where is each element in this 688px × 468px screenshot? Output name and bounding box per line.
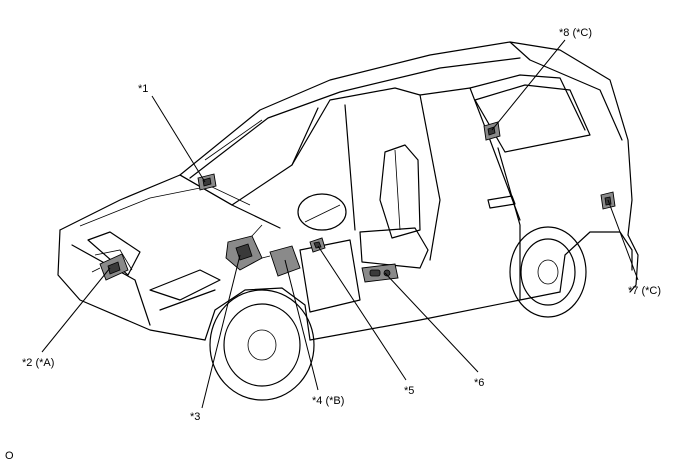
component-6-seat-switch (361, 263, 399, 283)
front-wheel (209, 289, 315, 401)
callout-8-label: *8 (*C) (559, 27, 592, 39)
callout-3-label: *3 (190, 411, 200, 423)
vehicle-body (57, 41, 639, 341)
callout-6-label: *6 (474, 377, 484, 389)
footer-mark: O (5, 450, 14, 462)
callout-4-label: *4 (*B) (312, 395, 344, 407)
component-3-actuator (225, 224, 263, 271)
callout-5-label: *5 (404, 385, 414, 397)
steering-wheel (297, 193, 347, 231)
callout-7-label: *7 (*C) (628, 285, 661, 297)
component-2-bracket (91, 253, 129, 281)
component-8-pillar-sensor (483, 121, 501, 141)
driver-seat (359, 144, 429, 269)
component-4-module (261, 245, 301, 277)
callout-1-label: *1 (138, 83, 148, 95)
leader-lines (41, 39, 639, 409)
door-opening (299, 239, 361, 313)
callout-2-label: *2 (*A) (22, 357, 54, 369)
rear-wheel (509, 226, 587, 318)
component-5-sensor (309, 237, 326, 253)
